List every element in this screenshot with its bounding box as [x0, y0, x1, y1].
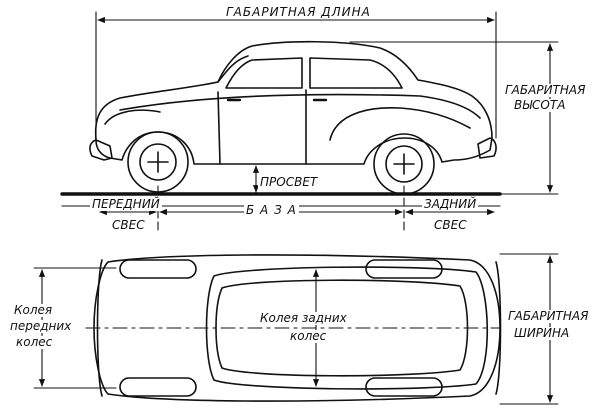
side-view-car [89, 40, 497, 195]
front-window [225, 57, 303, 89]
top-front-right-wheel [119, 377, 197, 397]
front-fender [104, 109, 161, 125]
front-track-label-line2: передних [8, 319, 74, 333]
overall-width-label-line2: ШИРИНА [512, 326, 572, 340]
wheelbase-label: Б А З А [244, 203, 299, 217]
overall-length-label: ГАБАРИТНАЯ ДЛИНА [224, 5, 373, 19]
top-cabin [205, 266, 489, 390]
rear-window [309, 57, 403, 89]
rear-track-label-line2: колес [288, 329, 329, 343]
rear-wheel-hub [385, 145, 423, 183]
front-overhang-label-line2: СВЕС [110, 218, 147, 232]
car-body-outline [94, 40, 493, 165]
front-wheel-hub [139, 143, 177, 181]
top-front-left-wheel [119, 259, 197, 279]
top-rear-right-wheel [365, 377, 443, 397]
front-track-label-line3: колес [14, 335, 55, 349]
top-roof [215, 279, 469, 377]
windshield-line [217, 55, 249, 83]
overall-length-dimension [95, 11, 497, 141]
overall-height-label-line2: ВЫСОТА [512, 98, 568, 112]
belt-line [119, 93, 481, 119]
rear-overhang-label-line1: ЗАДНИЙ [422, 197, 479, 211]
door-line [217, 91, 221, 165]
overall-height-label-line1: ГАБАРИТНАЯ [503, 83, 588, 97]
top-body-outline [93, 254, 501, 402]
rear-bumper [477, 137, 497, 159]
rear-fender [329, 107, 471, 141]
front-bumper [89, 139, 113, 161]
clearance-label: ПРОСВЕТ [258, 175, 320, 189]
top-view-car [93, 254, 502, 402]
top-rear-left-wheel [365, 259, 443, 279]
front-track-label-line1: Колея [12, 303, 55, 317]
rear-track-label-line1: Колея задних [258, 311, 349, 325]
overall-height-dimension [349, 41, 559, 195]
rear-overhang-label-line2: СВЕС [432, 218, 469, 232]
front-overhang-label-line1: ПЕРЕДНИЙ [90, 197, 162, 211]
overall-width-label-line1: ГАБАРИТНАЯ [506, 309, 591, 323]
